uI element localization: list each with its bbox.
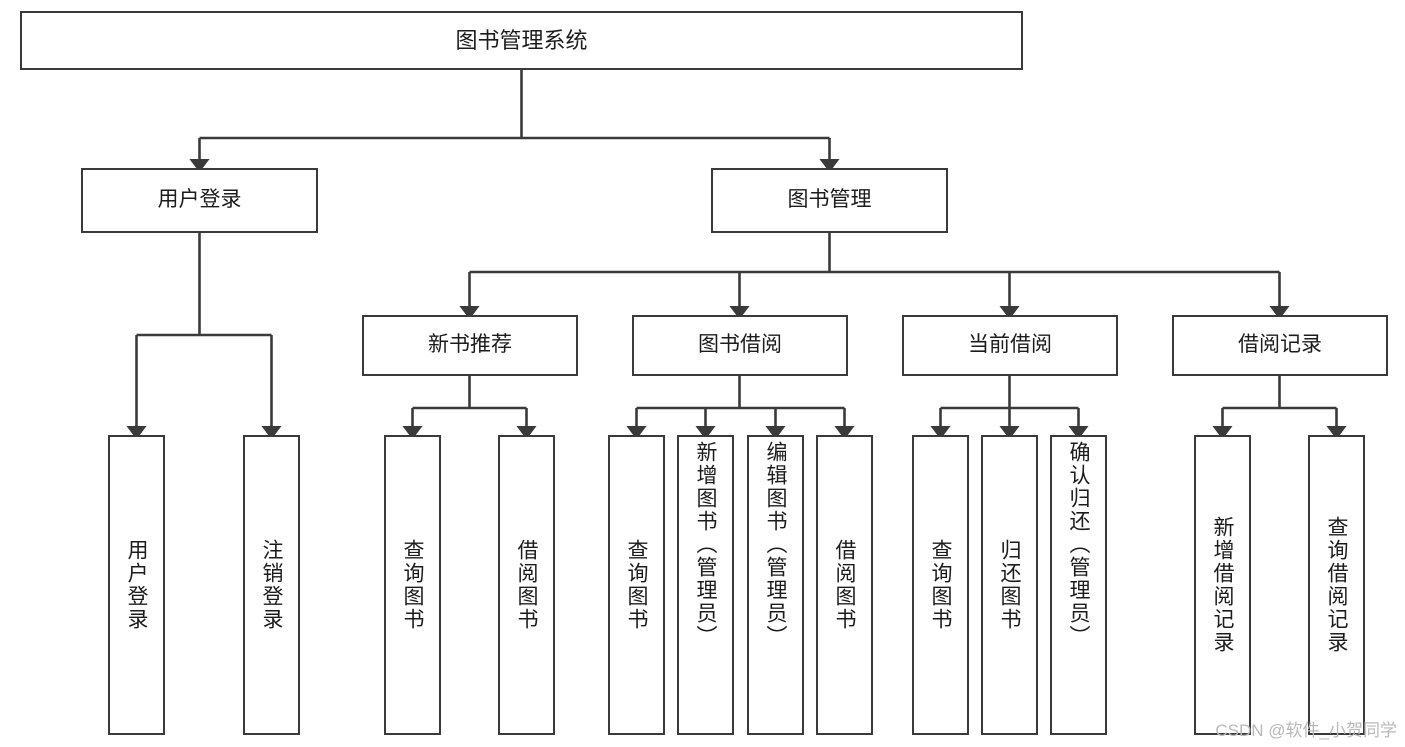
- watermark: CSDN @软件_小贺同学: [1215, 721, 1397, 740]
- leaf-return-book[interactable]: 归还图书: [981, 435, 1038, 735]
- node-label: 当前借阅: [968, 333, 1052, 357]
- leaf-confirm-return-admin[interactable]: 确认归还（管理员）: [1050, 435, 1107, 735]
- node-borrow-records[interactable]: 借阅记录: [1172, 315, 1388, 376]
- node-book-borrowing[interactable]: 图书借阅: [632, 315, 848, 376]
- node-label: 编辑图书（管理员）: [764, 441, 787, 648]
- leaf-borrow-book-new[interactable]: 借阅图书: [498, 435, 555, 735]
- leaf-logout[interactable]: 注销登录: [243, 435, 300, 735]
- node-label: 新增借阅记录: [1211, 516, 1234, 654]
- node-label: 查询图书: [929, 539, 952, 631]
- node-label: 归还图书: [998, 539, 1021, 631]
- node-label: 用户登录: [157, 188, 242, 212]
- node-label: 新增图书（管理员）: [694, 441, 717, 648]
- leaf-user-login[interactable]: 用户登录: [108, 435, 165, 735]
- leaf-add-book-admin[interactable]: 新增图书（管理员）: [677, 435, 734, 735]
- node-label: 图书管理: [787, 188, 872, 212]
- node-current-borrowing[interactable]: 当前借阅: [902, 315, 1118, 376]
- leaf-edit-book-admin[interactable]: 编辑图书（管理员）: [747, 435, 804, 735]
- node-new-book-recommendation[interactable]: 新书推荐: [362, 315, 578, 376]
- node-label: 新书推荐: [428, 333, 512, 357]
- leaf-query-book-new[interactable]: 查询图书: [384, 435, 441, 735]
- node-label: 图书借阅: [698, 333, 782, 357]
- node-label: 借阅图书: [515, 539, 538, 631]
- node-label: 借阅图书: [833, 539, 856, 631]
- node-label: 注销登录: [260, 539, 283, 631]
- leaf-query-borrow-record[interactable]: 查询借阅记录: [1308, 435, 1365, 735]
- node-book-management[interactable]: 图书管理: [711, 168, 948, 233]
- leaf-query-book-current[interactable]: 查询图书: [912, 435, 969, 735]
- node-label: 借阅记录: [1238, 333, 1322, 357]
- leaf-borrow-book[interactable]: 借阅图书: [816, 435, 873, 735]
- node-user-login[interactable]: 用户登录: [81, 168, 318, 233]
- node-label: 查询图书: [625, 539, 648, 631]
- node-label: 确认归还（管理员）: [1067, 441, 1090, 648]
- leaf-add-borrow-record[interactable]: 新增借阅记录: [1194, 435, 1251, 735]
- node-label: 图书管理系统: [455, 27, 588, 53]
- node-label: 用户登录: [125, 539, 148, 631]
- leaf-query-book-borrow[interactable]: 查询图书: [608, 435, 665, 735]
- node-root-system[interactable]: 图书管理系统: [20, 11, 1023, 70]
- node-label: 查询图书: [401, 539, 424, 631]
- node-label: 查询借阅记录: [1325, 516, 1348, 654]
